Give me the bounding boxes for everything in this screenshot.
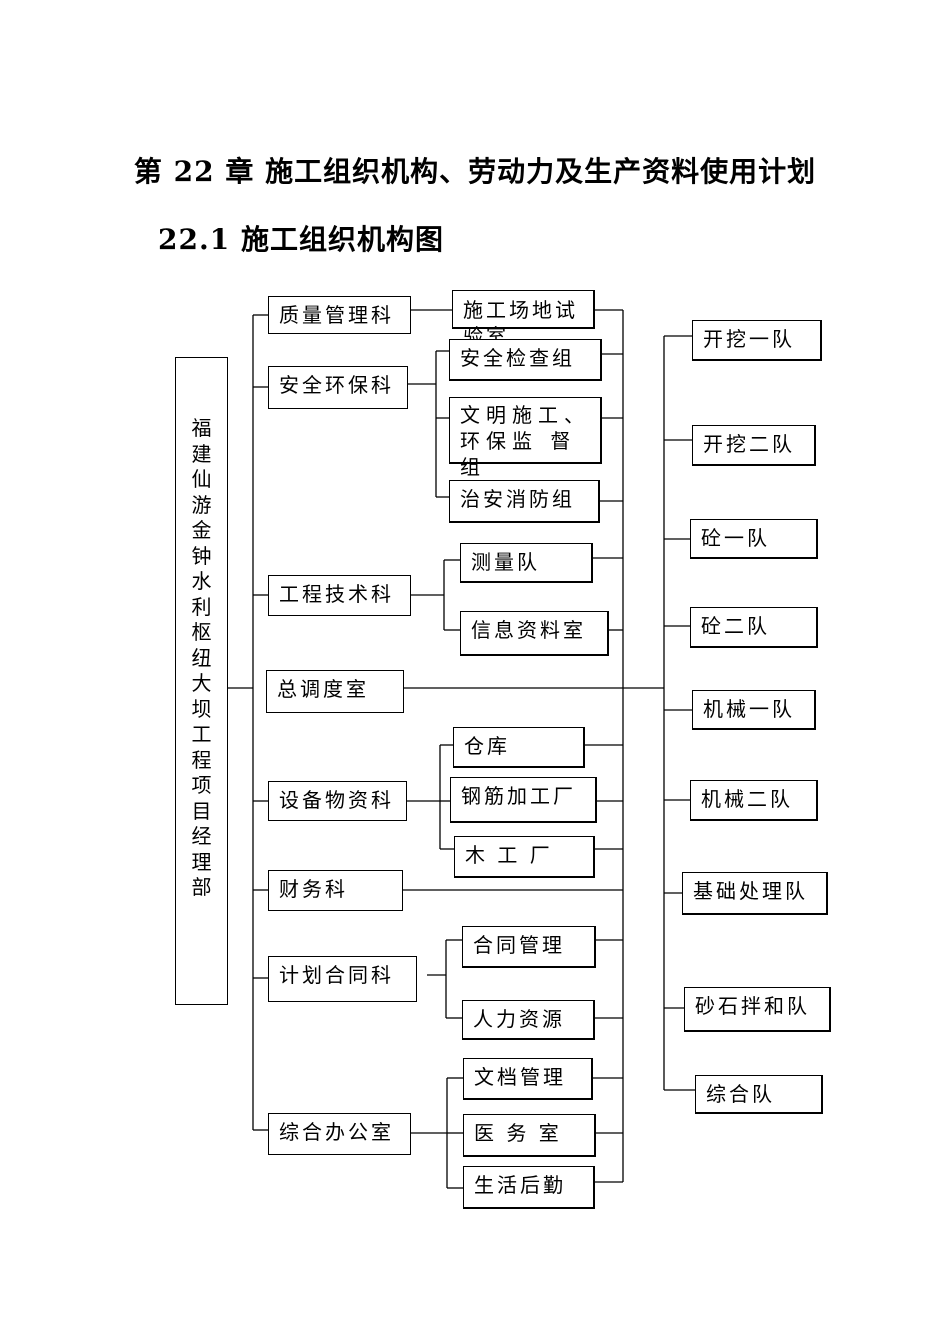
unit-document-management: 文档管理 <box>463 1058 593 1100</box>
unit-rebar-factory: 钢筋加工厂 <box>450 777 597 823</box>
dept-office: 综合办公室 <box>268 1113 411 1155</box>
dept-safety: 安全环保科 <box>268 366 408 409</box>
team-general: 综合队 <box>695 1075 823 1114</box>
section-title: 22.1 施工组织机构图 <box>158 223 444 256</box>
team-machinery-2: 机械二队 <box>690 780 818 821</box>
unit-logistics: 生活后勤 <box>463 1166 595 1209</box>
dept-quality: 质量管理科 <box>268 296 411 334</box>
team-concrete-1: 砼一队 <box>690 519 818 559</box>
unit-civilized-construction: 文明施工、环保监 督组 <box>449 397 602 479</box>
dept-tech: 工程技术科 <box>268 575 411 616</box>
team-concrete-2: 砼二队 <box>690 607 818 648</box>
dept-finance: 财务科 <box>268 870 403 911</box>
team-excavation-2: 开挖二队 <box>692 425 816 466</box>
unit-info-room: 信息资料室 <box>460 611 609 656</box>
unit-human-resources: 人力资源 <box>462 1000 595 1040</box>
unit-wood-factory: 木 工 厂 <box>454 836 595 878</box>
chapter-title: 第 22 章 施工组织机构、劳动力及生产资料使用计划 <box>133 155 817 188</box>
team-foundation: 基础处理队 <box>682 872 828 915</box>
unit-survey: 测量队 <box>460 543 593 583</box>
project-manager-department: 福建仙游金钟水利枢纽大坝工程项目经理部 <box>175 357 228 1005</box>
unit-inspection: 安全检查组 <box>449 339 602 381</box>
unit-fire-safety: 治安消防组 <box>449 480 600 523</box>
team-machinery-1: 机械一队 <box>692 690 816 730</box>
team-gravel-mixing: 砂石拌和队 <box>684 987 831 1032</box>
team-excavation-1: 开挖一队 <box>692 320 822 361</box>
unit-contract-management: 合同管理 <box>462 926 596 968</box>
unit-medical-room: 医 务 室 <box>463 1114 596 1157</box>
dept-equipment: 设备物资科 <box>268 781 407 821</box>
dept-planning: 计划合同科 <box>268 956 417 1002</box>
unit-warehouse: 仓库 <box>453 727 585 768</box>
unit-lab: 施工场地试验室 <box>452 290 595 348</box>
dept-dispatch: 总调度室 <box>266 670 404 713</box>
